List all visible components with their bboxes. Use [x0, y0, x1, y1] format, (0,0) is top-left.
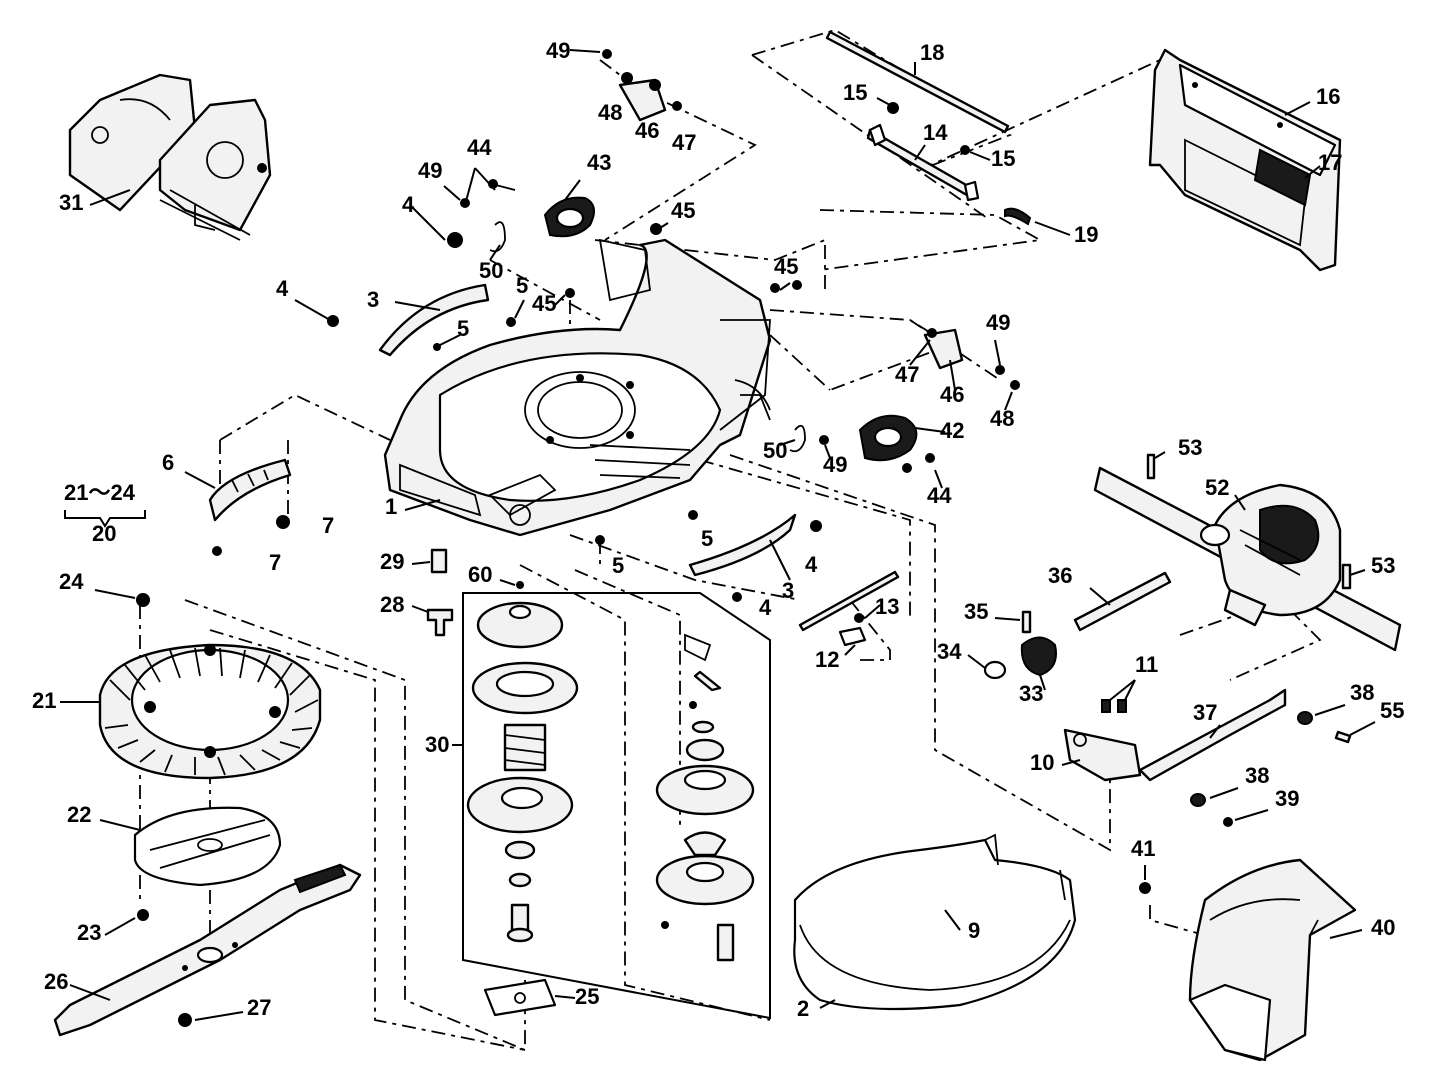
callout-7a: 7: [322, 513, 334, 538]
clutch-assembly-30: [411, 548, 771, 1020]
linkage-37: [1061, 679, 1376, 827]
callout-36: 36: [1048, 563, 1072, 588]
side-skirt-3: [378, 283, 797, 581]
height-adjuster-upper: [294, 49, 682, 346]
callout-53b: 53: [1371, 553, 1395, 578]
callout-60: 60: [468, 562, 492, 587]
callout-20: 20: [92, 521, 116, 546]
mulch-plate-6: [184, 458, 292, 522]
fasteners: [136, 49, 1151, 1027]
height-adjuster-lower: [779, 282, 1020, 489]
callout-23: 23: [77, 920, 101, 945]
callout-3a: 3: [367, 287, 379, 312]
rear-skirt-2: [793, 833, 1077, 1011]
callout-34: 34: [937, 639, 962, 664]
callout-7b: 7: [269, 550, 281, 575]
callout-50b: 50: [763, 438, 787, 463]
callout-5d: 5: [612, 553, 624, 578]
callout-49c: 49: [986, 310, 1010, 335]
mower-deck-1: [383, 238, 772, 537]
callout-4d: 4: [759, 595, 772, 620]
callout-49d: 49: [823, 452, 847, 477]
callout-40: 40: [1371, 915, 1395, 940]
callout-49a: 49: [546, 38, 570, 63]
callout-15b: 15: [991, 146, 1015, 171]
callout-53a: 53: [1178, 435, 1202, 460]
callout-21-24: 21～24: [64, 480, 136, 505]
callout-5c: 5: [701, 526, 713, 551]
callout-44a: 44: [467, 135, 492, 160]
callout-29: 29: [380, 549, 404, 574]
callout-37: 37: [1193, 700, 1217, 725]
callout-22: 22: [67, 802, 91, 827]
group-bracket-20: [64, 510, 146, 528]
callout-31: 31: [59, 190, 83, 215]
callout-52: 52: [1205, 475, 1229, 500]
callout-1: 1: [385, 494, 397, 519]
callout-21: 21: [32, 688, 56, 713]
callout-35: 35: [964, 599, 988, 624]
callout-48a: 48: [598, 100, 622, 125]
chute-40: [1144, 858, 1363, 1062]
callout-11: 11: [1135, 652, 1158, 677]
callout-38b: 38: [1245, 763, 1269, 788]
callout-12: 12: [815, 647, 839, 672]
handle-rods: [825, 30, 1071, 236]
callout-45b: 45: [774, 254, 798, 279]
callout-15a: 15: [843, 80, 867, 105]
callout-39: 39: [1275, 786, 1299, 811]
callout-26: 26: [44, 969, 68, 994]
callout-45c: 45: [532, 291, 556, 316]
callout-46b: 46: [940, 382, 964, 407]
callout-3b: 3: [782, 578, 794, 603]
callout-10: 10: [1030, 750, 1054, 775]
assembly-guide-lines: [139, 29, 1322, 1052]
callout-42: 42: [940, 418, 964, 443]
callout-4c: 4: [805, 552, 818, 577]
callout-24: 24: [59, 569, 84, 594]
callout-48b: 48: [990, 406, 1014, 431]
callout-14: 14: [923, 120, 948, 145]
callout-47b: 47: [895, 362, 919, 387]
callout-44b: 44: [927, 483, 952, 508]
rear-shield-31: [68, 73, 272, 241]
blade-26: [53, 863, 362, 1037]
fan-21: [60, 589, 322, 780]
callout-45a: 45: [671, 198, 695, 223]
callout-41: 41: [1131, 836, 1155, 861]
callout-55: 55: [1380, 698, 1404, 723]
callout-43: 43: [587, 150, 611, 175]
callout-50a: 50: [479, 258, 503, 283]
callout-47a: 47: [672, 130, 696, 155]
grass-bag-16: [1148, 48, 1342, 272]
callout-labels: 1 2 3 3 4 4 4 4 5 5 5 5 6 7 7 9 10 11 12…: [32, 38, 1404, 1021]
drive-shaft-36: [967, 571, 1172, 691]
callout-18: 18: [920, 40, 944, 65]
callout-19: 19: [1074, 222, 1098, 247]
transmission-52: [1093, 451, 1402, 652]
callout-28: 28: [380, 592, 404, 617]
callout-17: 17: [1318, 150, 1342, 175]
callout-9: 9: [968, 918, 980, 943]
callout-13: 13: [875, 594, 899, 619]
callout-38a: 38: [1350, 680, 1374, 705]
callout-33: 33: [1019, 681, 1043, 706]
callout-25: 25: [575, 984, 599, 1009]
callout-16: 16: [1316, 84, 1340, 109]
callout-46a: 46: [635, 118, 659, 143]
callout-30: 30: [425, 732, 449, 757]
cable-13: [798, 570, 900, 656]
callout-4b: 4: [402, 192, 415, 217]
callout-27: 27: [247, 995, 271, 1020]
callout-6: 6: [162, 450, 174, 475]
blade-plate-22: [99, 806, 282, 887]
callout-2: 2: [797, 996, 809, 1021]
callout-4a: 4: [276, 276, 289, 301]
callout-5b: 5: [516, 273, 528, 298]
callout-49b: 49: [418, 158, 442, 183]
callout-5a: 5: [457, 316, 469, 341]
